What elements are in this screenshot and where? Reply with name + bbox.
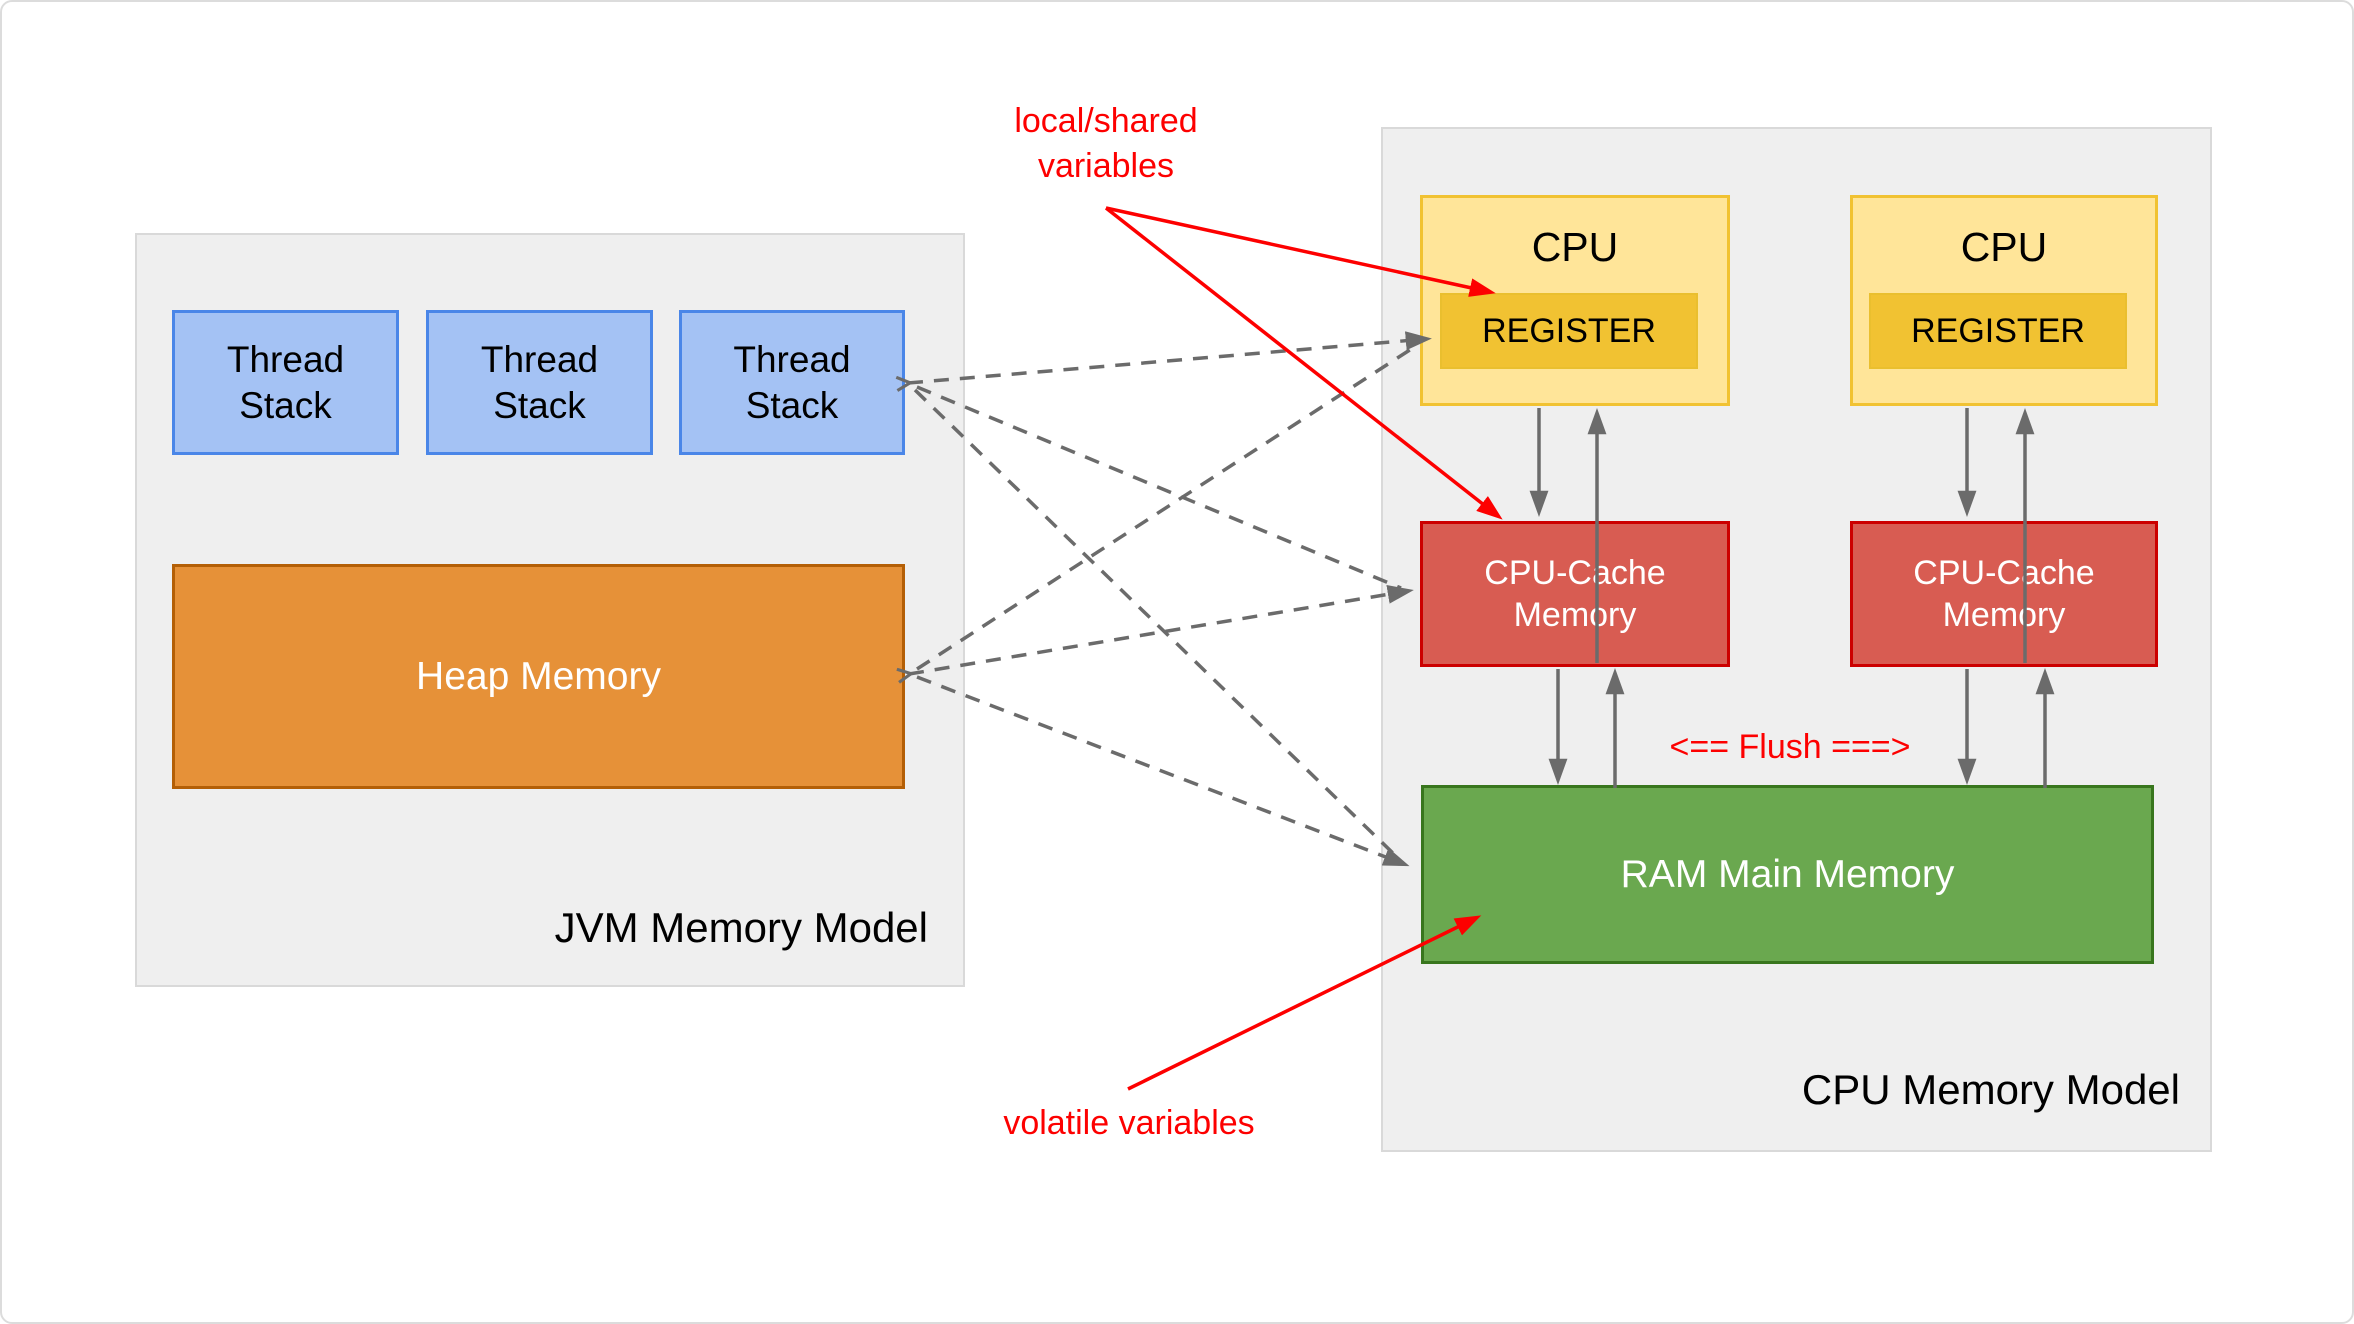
heap-memory-label: Heap Memory: [416, 654, 661, 698]
connector-heap-ram: [916, 675, 1410, 867]
connector-threadstack-cache: [916, 385, 1402, 590]
thread-stack-box-2: Thread Stack: [426, 310, 653, 455]
thread-stack-label: Thread Stack: [480, 338, 599, 426]
register-box-1: REGISTER: [1440, 293, 1698, 369]
cpu-label: CPU: [1531, 224, 1619, 270]
cpu-cache-label: CPU-Cache Memory: [1913, 554, 2095, 634]
connector-heap-cache: [909, 591, 1408, 674]
ram-main-memory-label: RAM Main Memory: [1620, 852, 1955, 896]
cpu-cache-box-2: CPU-Cache Memory: [1850, 521, 2158, 667]
register-label: REGISTER: [1482, 311, 1656, 350]
cpu-panel-title: CPU Memory Model: [1801, 1066, 2180, 1113]
volatile-variables-note: volatile variables: [1003, 1104, 1255, 1142]
connector-threadstack-ram: [913, 388, 1400, 860]
cpu-cache-box-1: CPU-Cache Memory: [1420, 521, 1730, 667]
jvm-panel-title: JVM Memory Model: [554, 904, 928, 951]
flush-note: <== Flush ===>: [1669, 728, 1911, 766]
heap-memory-box: Heap Memory: [172, 564, 905, 789]
cpu-label: CPU: [1960, 224, 2048, 270]
local-shared-variables-note: local/shared variables: [1014, 102, 1198, 185]
cpu-cache-label: CPU-Cache Memory: [1484, 554, 1666, 634]
thread-stack-label: Thread Stack: [733, 338, 851, 426]
ram-main-memory-box: RAM Main Memory: [1421, 785, 2154, 964]
thread-stack-box-3: Thread Stack: [679, 310, 905, 455]
thread-stack-label: Thread Stack: [226, 338, 345, 426]
connector-heap-register: [916, 342, 1420, 671]
connector-threadstack-register: [908, 339, 1426, 383]
dashed-connectors: [908, 339, 1426, 867]
thread-stack-box-1: Thread Stack: [172, 310, 399, 455]
register-label: REGISTER: [1911, 311, 2085, 350]
register-box-2: REGISTER: [1869, 293, 2127, 369]
